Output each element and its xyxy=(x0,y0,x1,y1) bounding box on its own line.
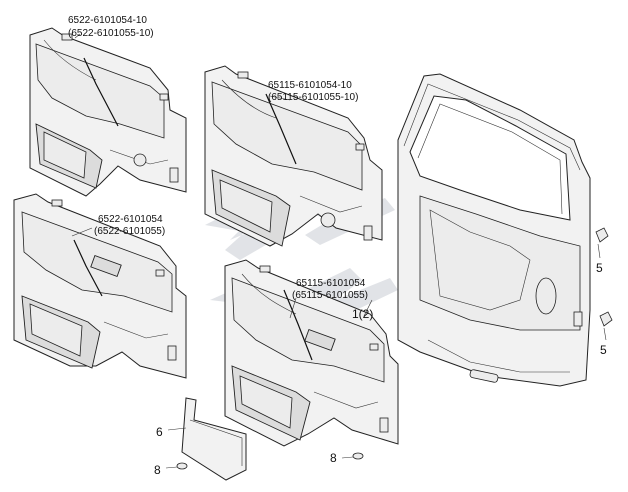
handle-recess-right xyxy=(304,328,336,352)
callout-5-upper: 5 xyxy=(596,261,603,275)
clip-fastener-5-upper xyxy=(595,227,609,259)
screw-8-left xyxy=(165,462,188,470)
trim-panel-lower-left xyxy=(13,193,187,379)
window-opening xyxy=(409,95,571,221)
callout-1: 1(2) xyxy=(352,307,373,321)
part-number-upper-right-alt: (65115-6101055-10) xyxy=(268,92,358,103)
callout-6: 6 xyxy=(156,425,163,439)
speaker-opening xyxy=(535,277,557,315)
screw-8-right xyxy=(341,452,364,460)
part-number-upper-left: 6522-6101054-10 xyxy=(68,15,147,26)
leader-upper-left xyxy=(74,33,81,39)
leader-callout-1 xyxy=(363,299,373,317)
pocket-cover-6 xyxy=(181,397,247,481)
trim-panel-lower-right xyxy=(224,259,399,447)
trim-panel-upper-right xyxy=(204,65,383,247)
leader-lower-left xyxy=(71,227,93,237)
part-number-upper-right: 65115-6101054-10 xyxy=(268,80,352,91)
callout-8-left: 8 xyxy=(154,463,161,477)
part-number-lower-right: 65115-6101054 xyxy=(296,278,366,289)
leader-upper-right xyxy=(269,95,291,101)
trim-panel-upper-left xyxy=(29,27,187,197)
part-number-lower-left: 6522-6101054 xyxy=(98,214,163,225)
callout-5-lower: 5 xyxy=(600,343,607,357)
door-handle-recess xyxy=(469,369,499,383)
leader-callout-6 xyxy=(167,427,187,431)
callout-8-right: 8 xyxy=(330,451,337,465)
leader-lower-right xyxy=(289,297,297,319)
handle-recess xyxy=(90,254,122,278)
part-number-lower-left-alt: (6522-6101055) xyxy=(94,226,165,237)
door-frame xyxy=(397,73,591,387)
clip-fastener-5-lower xyxy=(599,311,613,341)
part-number-upper-left-alt: (6522-6101055-10) xyxy=(68,28,154,39)
part-number-lower-right-alt: (65115-6101055) xyxy=(292,290,368,301)
